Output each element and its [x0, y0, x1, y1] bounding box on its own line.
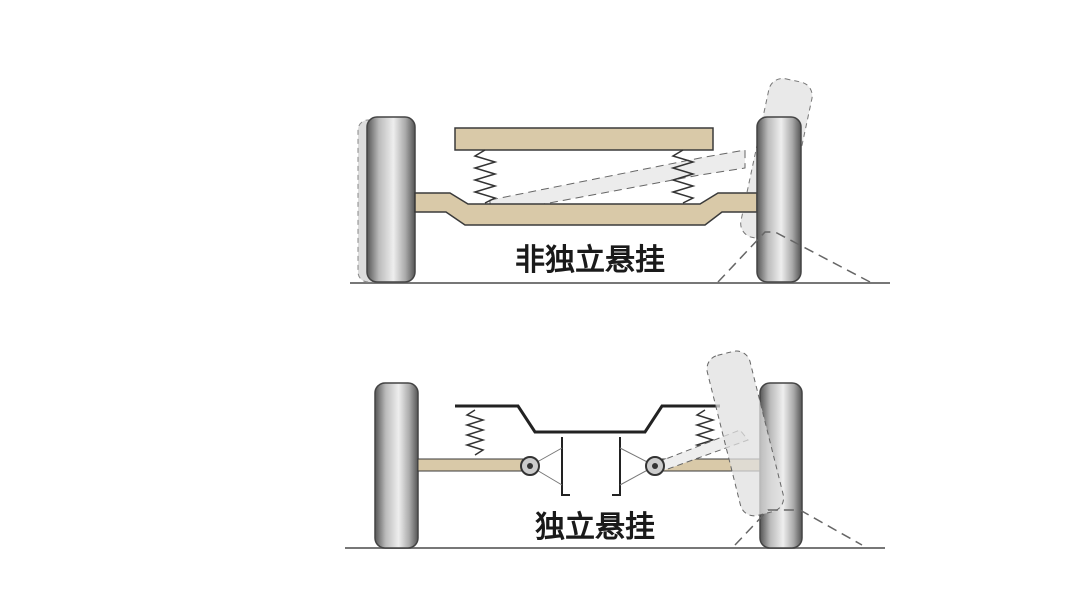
differential-bracket	[561, 437, 621, 496]
right-wheel-tilted-ghost	[706, 350, 785, 517]
left-wheel	[374, 382, 419, 549]
spring-right	[670, 149, 696, 204]
pivot-links	[529, 447, 656, 486]
vehicle-body	[455, 404, 720, 434]
tilt-indicator	[717, 231, 871, 283]
right-wheel	[756, 116, 802, 283]
rigid-axle	[414, 192, 758, 226]
left-control-arm	[417, 458, 531, 472]
label-non-independent: 非独立悬挂	[515, 243, 665, 278]
label-independent: 独立悬挂	[535, 510, 655, 545]
spring-left	[472, 149, 498, 204]
tilt-indicator	[734, 509, 863, 546]
right-pivot-center	[652, 463, 658, 469]
vehicle-body	[454, 127, 714, 151]
independent-suspension: 独立悬挂	[345, 350, 885, 549]
left-pivot-center	[527, 463, 533, 469]
spring-left	[464, 409, 486, 456]
non-independent-suspension: 非独立悬挂	[350, 77, 890, 284]
left-wheel	[366, 116, 416, 283]
